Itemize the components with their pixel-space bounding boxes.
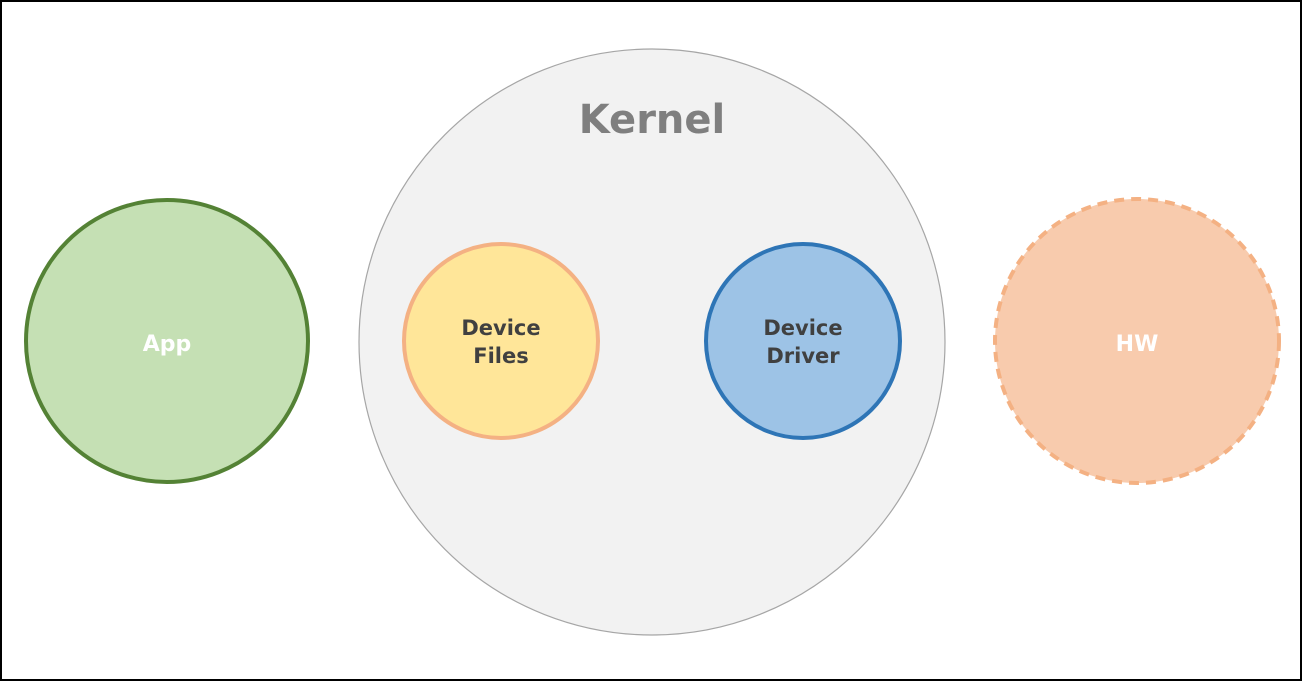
app-node: App	[24, 198, 310, 484]
hw-circle	[993, 197, 1281, 485]
app-circle	[24, 198, 310, 484]
hw-label: HW	[1116, 332, 1159, 357]
device-files-label-line1: Device	[461, 316, 540, 340]
device-driver-label-line1: Device	[763, 316, 842, 340]
device-files-circle	[402, 242, 600, 440]
hw-node: HW	[993, 197, 1281, 485]
kernel-node: Kernel	[358, 48, 946, 636]
device-driver-label-line2: Driver	[766, 344, 840, 368]
device-files-node: Device Files	[402, 242, 600, 440]
kernel-label: Kernel	[579, 97, 725, 143]
device-files-label-line2: Files	[473, 344, 528, 368]
device-driver-node: Device Driver	[704, 242, 902, 440]
device-driver-circle	[704, 242, 902, 440]
kernel-circle	[358, 48, 946, 636]
app-label: App	[143, 332, 192, 357]
